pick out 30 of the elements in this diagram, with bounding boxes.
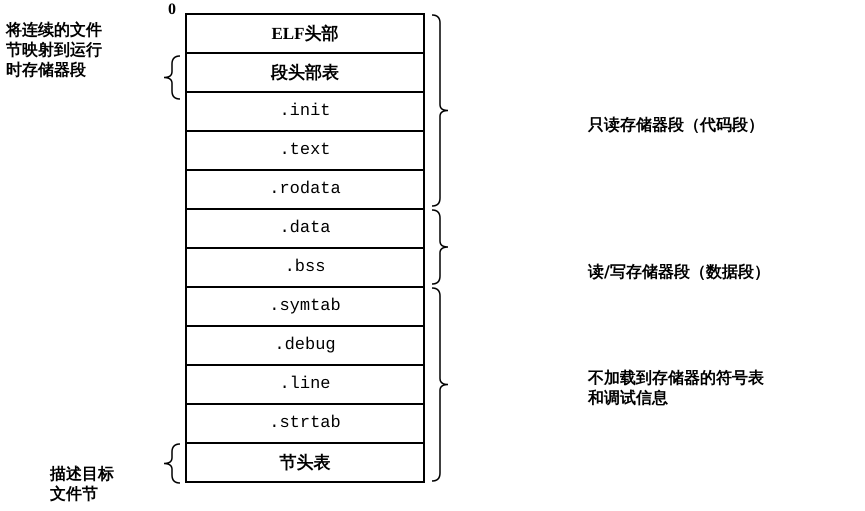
section-name: ELF头部 <box>271 23 339 45</box>
section-name: 段头部表 <box>271 62 339 84</box>
annotation: 只读存储器段（代码段） <box>588 115 765 135</box>
section-name: .symtab <box>269 297 341 316</box>
section-name: .strtab <box>269 414 341 433</box>
section-name: .rodata <box>269 180 341 199</box>
section-row <box>185 52 425 93</box>
section-row <box>185 247 425 288</box>
annotation: 不加载到存储器的符号表和调试信息 <box>588 368 765 408</box>
offset-label: 0 <box>168 0 177 20</box>
section-row <box>185 208 425 249</box>
section-row <box>185 13 425 54</box>
section-name: .bss <box>284 258 326 277</box>
section-name: 节头表 <box>280 452 330 474</box>
section-row <box>185 364 425 405</box>
section-name: .data <box>279 219 330 238</box>
section-name: .line <box>279 375 330 394</box>
section-row <box>185 91 425 132</box>
section-row <box>185 403 425 444</box>
section-row <box>185 130 425 171</box>
section-name: .debug <box>274 336 336 355</box>
annotation: 读/写存储器段（数据段） <box>588 262 771 282</box>
section-row <box>185 169 425 210</box>
section-row <box>185 325 425 366</box>
section-name: .init <box>279 102 330 121</box>
section-name: .text <box>279 141 330 160</box>
annotation: 将连续的文件节映射到运行时存储器段 <box>6 20 103 80</box>
section-row <box>185 286 425 327</box>
section-row <box>185 442 425 483</box>
annotation: 描述目标文件节 <box>50 464 115 504</box>
